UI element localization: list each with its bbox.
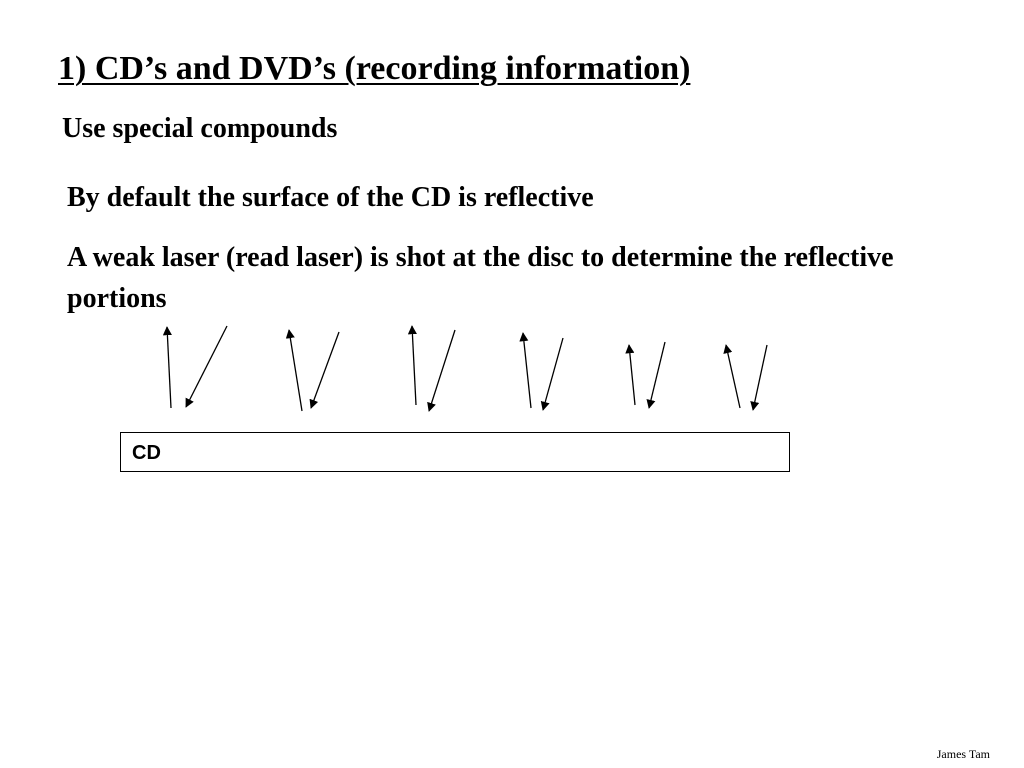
laser-arrows	[162, 325, 768, 412]
reflected-laser-arrow	[723, 344, 741, 409]
reflected-laser-arrow	[625, 344, 636, 406]
bullet-reflective-surface: By default the surface of the CD is refl…	[67, 182, 594, 213]
cd-label: CD	[132, 442, 161, 464]
reflected-laser-arrow	[519, 332, 532, 409]
incident-laser-arrow	[309, 331, 340, 409]
incident-laser-arrow	[185, 325, 228, 408]
cd-disc: CD	[120, 432, 790, 472]
incident-laser-arrow	[540, 337, 564, 411]
reflected-laser-arrow	[285, 329, 303, 412]
incident-laser-arrow	[646, 341, 666, 409]
reflected-laser-arrow	[162, 326, 172, 409]
reflected-laser-arrow	[407, 325, 417, 406]
author-footer: James Tam	[936, 747, 990, 761]
bullet-read-laser: A weak laser (read laser) is shot at the…	[67, 242, 894, 314]
slide-subtitle: Use special compounds	[62, 113, 338, 144]
incident-laser-arrow	[750, 344, 768, 411]
slide-title: 1) CD’s and DVD’s (recording information…	[58, 50, 691, 87]
incident-laser-arrow	[427, 329, 456, 412]
